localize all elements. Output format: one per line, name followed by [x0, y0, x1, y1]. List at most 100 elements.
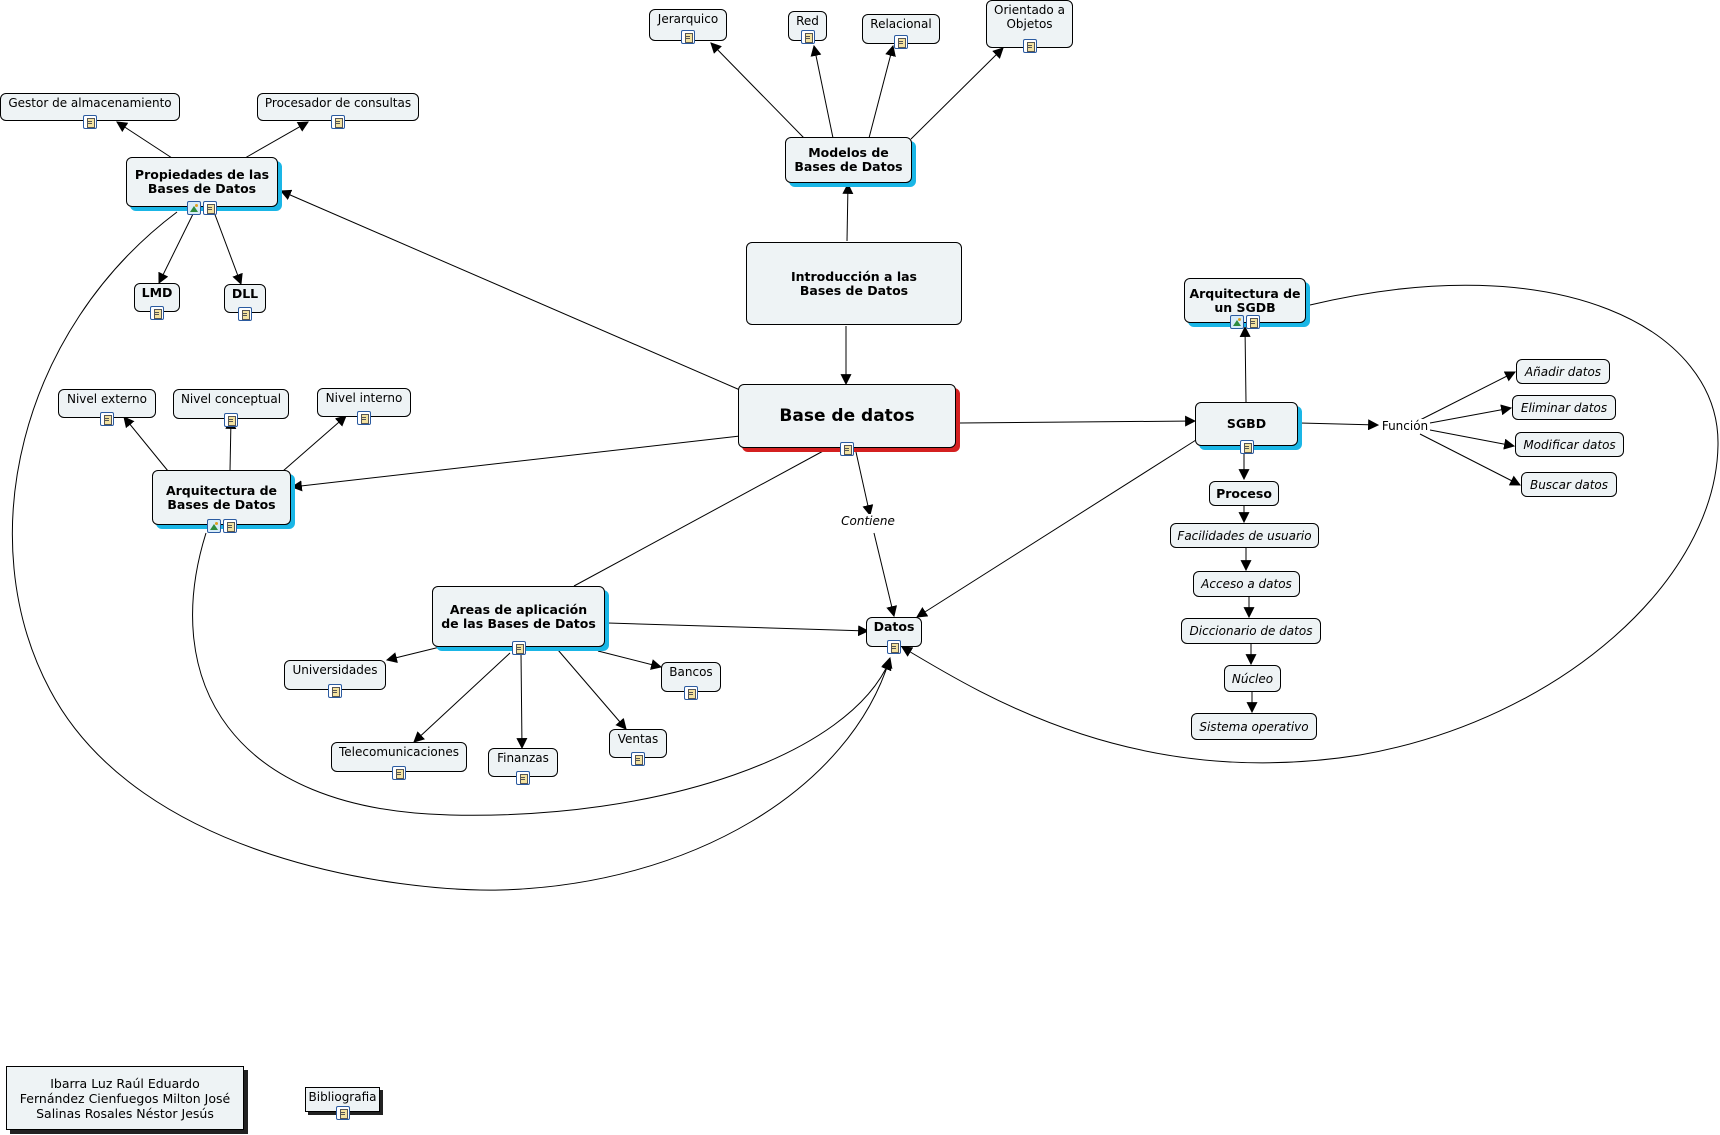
node-lmd[interactable]: LMD	[134, 283, 180, 320]
edge-sgbd-funcion	[1299, 419, 1380, 431]
edge-propiedades-dll	[213, 211, 243, 286]
edge-modelos-jerarquico	[710, 42, 805, 139]
document-icon[interactable]	[1246, 315, 1260, 329]
edge-arquitectura-externo	[123, 416, 169, 472]
document-icon[interactable]	[203, 201, 217, 215]
node-eliminar[interactable]: Eliminar datos	[1512, 395, 1616, 420]
image-icon[interactable]	[206, 519, 221, 533]
document-icon[interactable]	[357, 411, 371, 425]
link-label-funcion: Función	[1380, 419, 1430, 433]
node-lmd-label: LMD	[141, 285, 173, 300]
node-datos[interactable]: Datos	[866, 617, 922, 654]
node-universidades[interactable]: Universidades	[284, 660, 386, 698]
document-icon[interactable]	[331, 115, 345, 129]
edge-funcion-anadir	[1419, 371, 1516, 421]
node-jerarquico[interactable]: Jerarquico	[649, 9, 727, 44]
node-sgbd-label: SGBD	[1226, 416, 1267, 431]
document-icon[interactable]	[631, 752, 645, 766]
edge-arquitectura-bd-datos	[192, 532, 892, 816]
node-bancos[interactable]: Bancos	[661, 662, 721, 700]
node-finanzas[interactable]: Finanzas	[488, 748, 558, 785]
document-icon[interactable]	[887, 640, 901, 654]
node-relacional[interactable]: Relacional	[862, 14, 940, 49]
document-icon[interactable]	[335, 1106, 350, 1120]
document-icon[interactable]	[328, 684, 342, 698]
edge-propiedades-datos	[11, 211, 893, 891]
node-intro[interactable]: Introducción a las Bases de Datos	[746, 242, 962, 325]
link-label-contiene: Contiene	[840, 514, 896, 528]
node-propiedades[interactable]: Propiedades de las Bases de Datos	[126, 157, 278, 215]
node-arquitectura-bd[interactable]: Arquitectura de Bases de Datos	[152, 470, 291, 533]
edge-arquitectura-sgdb-datos	[901, 284, 1719, 764]
node-ventas[interactable]: Ventas	[609, 729, 667, 766]
node-acceso-label: Acceso a datos	[1201, 577, 1292, 591]
document-icon[interactable]	[392, 766, 406, 780]
document-icon[interactable]	[224, 413, 238, 427]
authors-text: Ibarra Luz Raúl Eduardo Fernández Cienfu…	[19, 1075, 231, 1121]
node-ventas-label: Ventas	[617, 732, 659, 746]
document-icon[interactable]	[840, 442, 854, 456]
node-acceso[interactable]: Acceso a datos	[1193, 571, 1300, 597]
image-icon[interactable]	[187, 201, 201, 215]
node-intro-label: Introducción a las Bases de Datos	[790, 268, 917, 298]
node-nivel-interno[interactable]: Nivel interno	[317, 388, 411, 425]
node-relacional-label: Relacional	[870, 17, 932, 31]
edge-base-arquitectura	[290, 435, 741, 492]
node-telecom[interactable]: Telecomunicaciones	[331, 742, 467, 780]
node-base-de-datos[interactable]: Base de datos	[738, 384, 956, 456]
node-nivel-externo[interactable]: Nivel externo	[58, 389, 156, 426]
node-nucleo-label: Núcleo	[1231, 671, 1274, 686]
node-buscar[interactable]: Buscar datos	[1521, 472, 1617, 497]
node-sgbd[interactable]: SGBD	[1195, 402, 1298, 454]
node-procesador[interactable]: Procesador de consultas	[257, 93, 419, 129]
node-bibliografia-label: Bibliografia	[308, 1090, 377, 1104]
document-icon[interactable]	[516, 771, 530, 785]
edge-propiedades-gestor	[116, 121, 173, 159]
node-modificar[interactable]: Modificar datos	[1515, 432, 1624, 457]
node-modelos[interactable]: Modelos de Bases de Datos	[785, 137, 912, 183]
document-icon[interactable]	[511, 641, 526, 655]
node-anadir-label: Añadir datos	[1524, 364, 1602, 379]
node-red[interactable]: Red	[788, 11, 827, 44]
node-arquitectura-bd-label: Arquitectura de Bases de Datos	[165, 482, 278, 512]
document-icon[interactable]	[222, 519, 237, 533]
document-icon[interactable]	[800, 30, 815, 44]
document-icon[interactable]	[1239, 440, 1254, 454]
node-diccionario[interactable]: Diccionario de datos	[1181, 618, 1321, 644]
node-nivel-conceptual[interactable]: Nivel conceptual	[173, 389, 289, 427]
document-icon[interactable]	[894, 35, 908, 49]
node-bibliografia[interactable]: Bibliografia	[305, 1087, 380, 1120]
document-icon[interactable]	[684, 686, 698, 700]
node-dll[interactable]: DLL	[224, 284, 266, 321]
node-finanzas-label: Finanzas	[497, 751, 549, 765]
edge-funcion-eliminar	[1429, 404, 1513, 424]
edge-propiedades-lmd	[158, 211, 195, 284]
node-nucleo[interactable]: Núcleo	[1224, 665, 1281, 692]
node-universidades-label: Universidades	[292, 663, 378, 677]
node-sistema[interactable]: Sistema operativo	[1191, 713, 1317, 740]
node-gestor[interactable]: Gestor de almacenamiento	[0, 93, 180, 129]
document-icon[interactable]	[1022, 39, 1037, 53]
edge-areas-finanzas	[516, 652, 528, 750]
edge-sgbd-arquitectura-sgdb	[1239, 325, 1251, 403]
node-anadir[interactable]: Añadir datos	[1516, 359, 1610, 384]
image-icon[interactable]	[1230, 315, 1244, 329]
node-arquitectura-sgdb[interactable]: Arquitectura de un SGDB	[1184, 278, 1306, 329]
node-orientado[interactable]: Orientado a Objetos	[986, 0, 1073, 53]
edge-contiene-datos	[873, 532, 898, 618]
document-icon[interactable]	[100, 412, 114, 426]
document-icon[interactable]	[83, 115, 97, 129]
node-red-label: Red	[796, 14, 819, 28]
node-areas[interactable]: Areas de aplicación de las Bases de Dato…	[432, 586, 605, 655]
document-icon[interactable]	[681, 30, 695, 44]
edge-areas-telecom	[413, 652, 511, 743]
edge-base-propiedades	[279, 189, 741, 391]
node-bancos-label: Bancos	[669, 665, 713, 679]
document-icon[interactable]	[238, 307, 252, 321]
node-proceso[interactable]: Proceso	[1209, 481, 1279, 506]
node-facilidades[interactable]: Facilidades de usuario	[1170, 523, 1319, 548]
document-icon[interactable]	[150, 306, 164, 320]
edge-funcion-modificar	[1429, 429, 1516, 450]
edge-areas-ventas	[557, 649, 627, 730]
